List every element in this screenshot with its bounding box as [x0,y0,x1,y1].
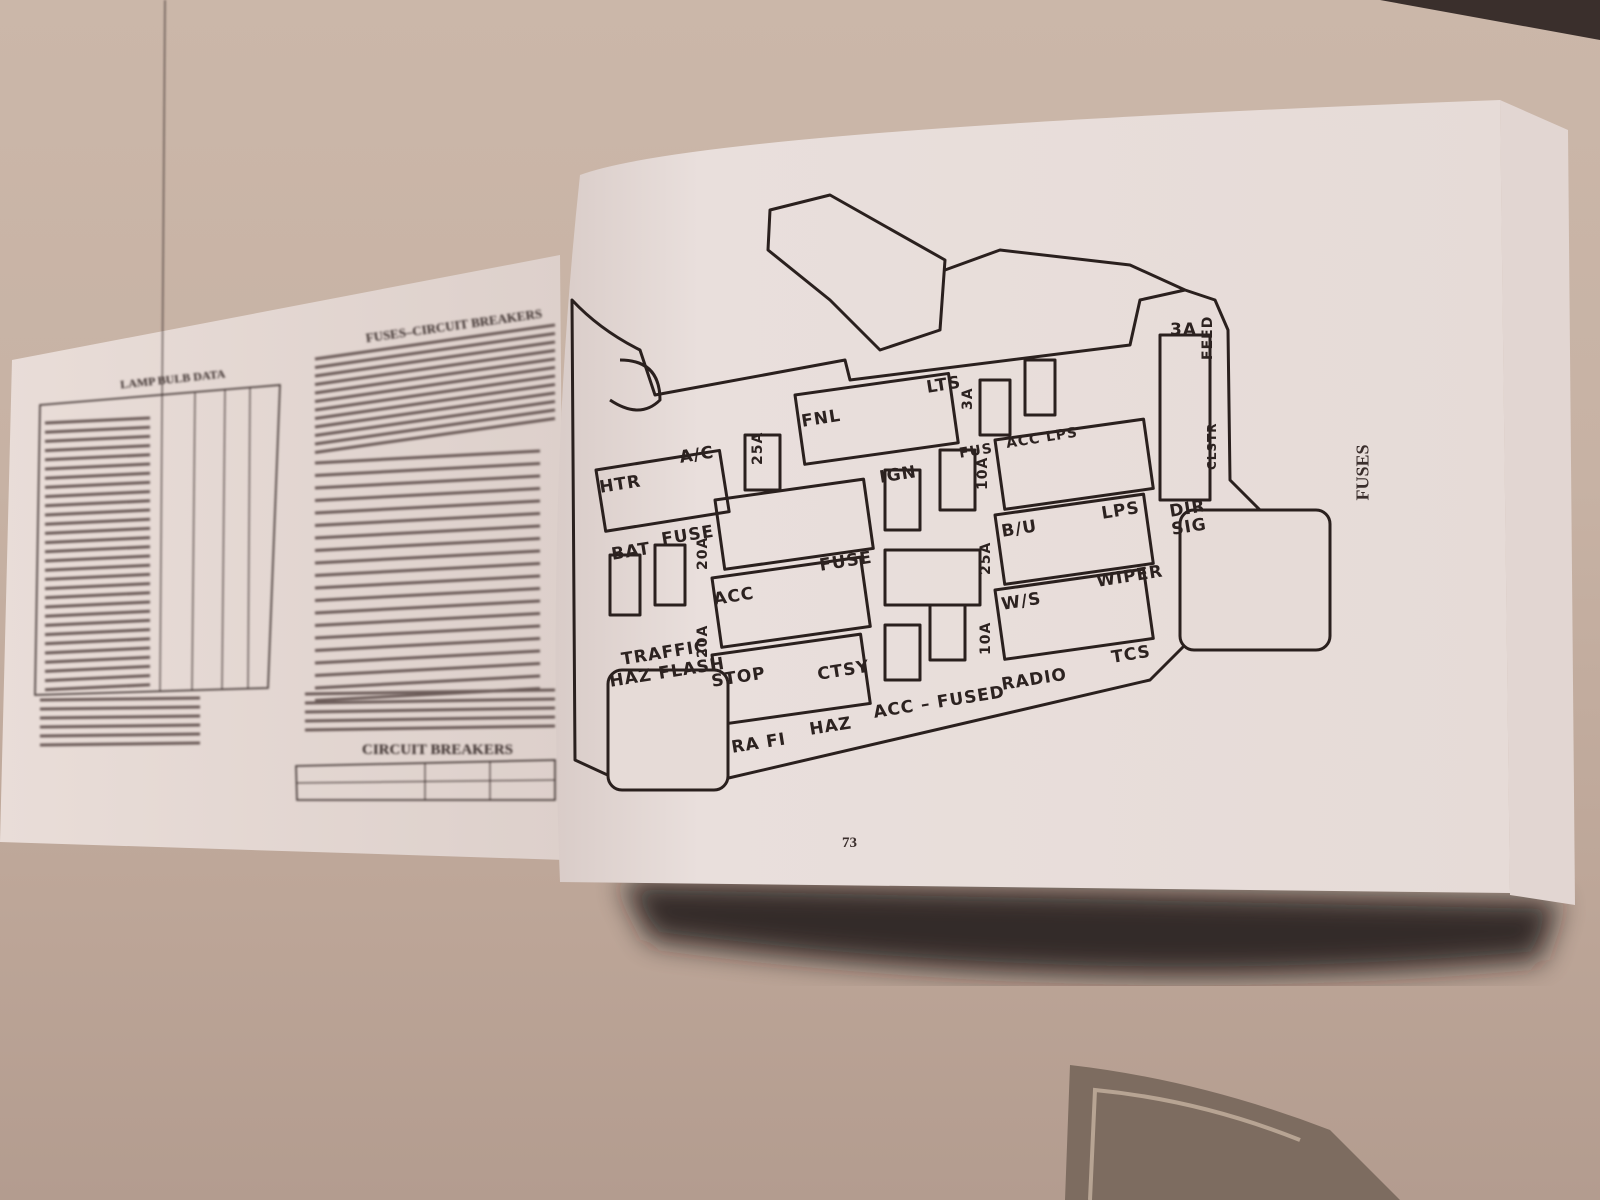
text-line [39,714,201,720]
text-line [39,696,201,702]
page-shadow [620,880,1560,976]
side-title: FUSES [1352,444,1373,501]
text-line [314,599,541,615]
text-line [44,664,151,673]
text-line [44,434,151,443]
text-line [304,715,556,723]
text-line [44,609,151,618]
text-line [314,332,556,369]
text-line [44,471,151,480]
label-3a-top: 3A [1170,320,1197,340]
text-line [44,618,151,627]
hazard-flasher [606,668,730,792]
text-line [314,340,556,378]
foreground-object [1065,1065,1400,1200]
text-line [44,545,151,554]
text-line [314,487,541,502]
text-line [314,383,556,420]
text-line [304,724,556,732]
text-line [44,444,151,453]
text-line [44,572,151,581]
text-line [44,508,151,517]
text-line [314,349,556,386]
label-20a-top: 20A [695,536,711,570]
text-line [304,697,556,705]
text-line [314,449,541,465]
circuit-breakers-title: CIRCUIT BREAKERS [362,742,514,758]
text-line [314,587,541,602]
text-line [44,628,151,637]
text-line [39,732,201,738]
text-line [314,474,541,490]
text-line [314,391,556,429]
label-feed: FEED [1200,315,1216,360]
fuse-block-diagram [570,193,1332,792]
label-25a-mid: 25A [978,541,994,575]
label-10a-bottom: 10A [978,621,994,655]
text-line [314,537,541,552]
text-line [314,549,541,565]
label-3a-mid: 3A [960,387,976,410]
text-line [44,536,151,545]
text-line [314,417,556,454]
text-line [44,600,151,609]
text-line [44,591,151,600]
text-line [39,741,201,747]
text-line [314,637,541,652]
text-line [44,554,151,563]
text-line [304,706,556,714]
text-line [44,416,151,425]
circuit-breaker-table [295,759,556,801]
text-line [44,517,151,526]
text-line [44,453,151,462]
back-page-edge [1500,100,1575,905]
left-page [0,255,565,860]
left-page-text-lines [39,323,556,747]
text-line [314,366,556,403]
text-line [314,662,541,677]
text-line [44,462,151,471]
text-line [44,425,151,434]
text-line [314,674,541,690]
text-line [44,526,151,535]
text-line [44,480,151,489]
text-line [314,612,541,627]
right-page [555,100,1510,893]
background-object [1380,0,1600,40]
text-line [304,688,556,696]
text-line [44,674,151,683]
text-line [39,705,201,711]
text-line [314,323,556,361]
label-10a-top: 10A [975,456,991,490]
text-line [44,655,151,664]
text-line [44,582,151,591]
text-line [314,408,556,446]
page-number: 73 [842,835,857,851]
text-line [44,637,151,646]
text-line [314,649,541,665]
text-line [44,563,151,572]
text-line [314,499,541,515]
text-line [314,512,541,527]
text-line [314,400,556,437]
text-line [314,374,556,412]
lamp-bulb-table [34,0,281,696]
text-line [314,462,541,477]
text-line [314,574,541,590]
turn-signal-flasher [1178,508,1332,652]
text-line [314,524,541,540]
text-line [314,624,541,640]
text-line [314,357,556,395]
text-line [44,490,151,499]
text-line [44,646,151,655]
text-line [314,562,541,577]
text-line [39,723,201,729]
text-line [44,499,151,508]
label-25a-top: 25A [750,431,766,465]
text-line [44,683,151,692]
label-clstr: CLSTR [1205,422,1219,470]
